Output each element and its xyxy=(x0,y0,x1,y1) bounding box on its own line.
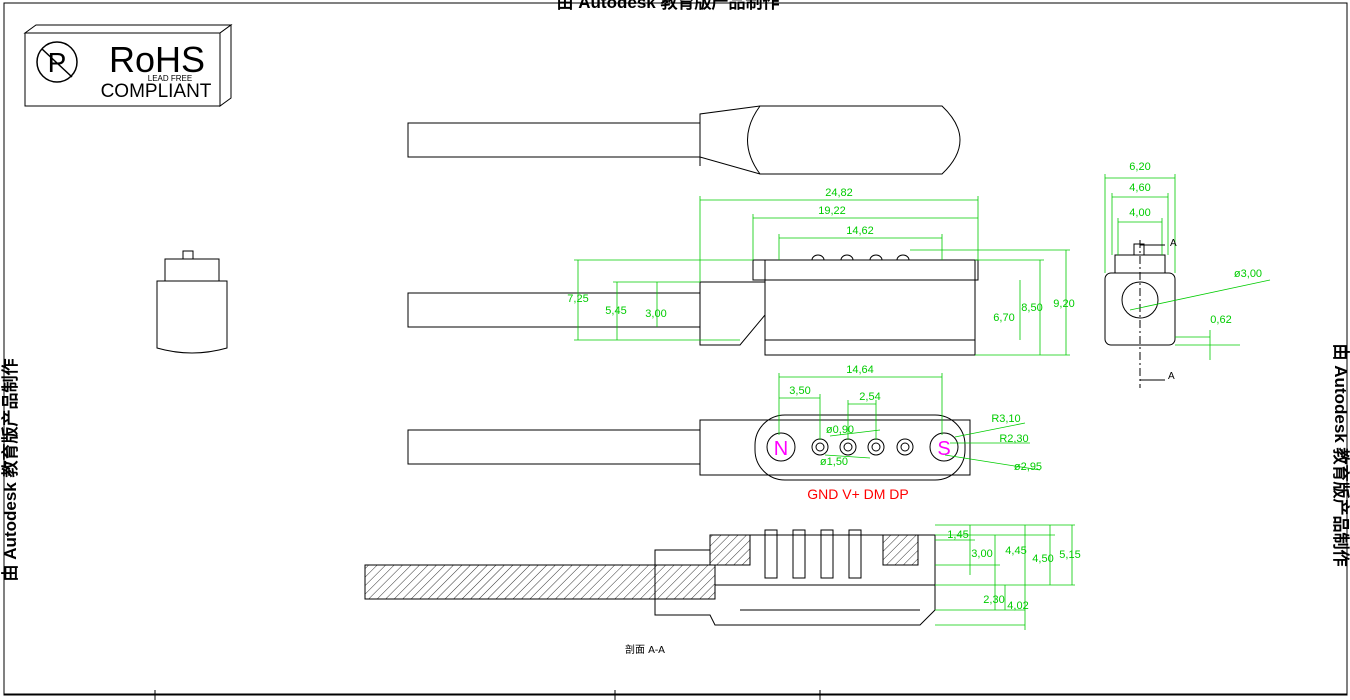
section-caption: 剖面 A-A xyxy=(625,643,665,656)
plug-section-view: 剖面 A-A xyxy=(364,529,936,656)
dim-label: 5,45 xyxy=(605,305,626,317)
dim-label: 24,82 xyxy=(825,187,853,199)
dim-label: 3,00 xyxy=(645,308,666,320)
dim-label: 5,15 xyxy=(1059,549,1080,561)
dimension-labels: 24,82 19,22 14,62 7,25 5,45 3,00 6,70 8,… xyxy=(567,161,1262,612)
label-north: N xyxy=(774,438,788,460)
dim-label: ø3,00 xyxy=(1234,268,1262,280)
dim-label: 3,50 xyxy=(789,385,810,397)
dim-label: 14,62 xyxy=(846,225,874,237)
dim-label: R3,10 xyxy=(991,413,1020,425)
section-mark-top: A xyxy=(1170,238,1177,249)
plug-face-view: N S GND V+ DM DP xyxy=(407,414,971,502)
dim-label: 7,25 xyxy=(567,293,588,305)
dim-label: 1,45 xyxy=(947,529,968,541)
no-lead-icon: P xyxy=(36,41,78,83)
magnet-south xyxy=(929,432,959,462)
plug-side-view xyxy=(407,254,979,356)
section-markers: A A xyxy=(1140,238,1177,382)
part-front-view-small xyxy=(156,250,228,354)
label-south: S xyxy=(937,438,950,460)
dim-label: 4,50 xyxy=(1032,553,1053,565)
dim-label: 3,00 xyxy=(971,548,992,560)
rohs-status: COMPLIANT xyxy=(101,81,212,102)
dim-label: 4,00 xyxy=(1129,207,1150,219)
dim-label: 8,50 xyxy=(1021,302,1042,314)
watermark-right: 由 Autodesk 教育版产品制作 xyxy=(1331,344,1350,567)
dim-label: 2,54 xyxy=(859,391,880,403)
rohs-title: RoHS xyxy=(109,39,205,80)
plug-top-view xyxy=(407,105,961,175)
drawing-border xyxy=(3,2,1348,696)
dim-label: R2,30 xyxy=(999,433,1028,445)
dim-label: 6,20 xyxy=(1129,161,1150,173)
dim-label: ø1,50 xyxy=(820,456,848,468)
rohs-badge: P RoHS LEAD FREE COMPLIANT xyxy=(23,24,233,107)
dim-label: 4,60 xyxy=(1129,182,1150,194)
dim-label: 0,62 xyxy=(1210,314,1231,326)
watermark-top: 由 Autodesk 教育版产品制作 xyxy=(557,0,780,12)
rohs-sub: LEAD FREE xyxy=(148,74,192,83)
dim-label: 9,20 xyxy=(1053,298,1074,310)
dim-label: ø2,95 xyxy=(1014,461,1042,473)
dim-label: 19,22 xyxy=(818,205,846,217)
watermark-left: 由 Autodesk 教育版产品制作 xyxy=(0,359,20,582)
dimension-lines xyxy=(574,174,1271,630)
section-mark-bottom: A xyxy=(1168,371,1175,382)
plug-end-view xyxy=(1104,240,1176,388)
dim-label: 14,64 xyxy=(846,364,874,376)
dim-label: ø0,90 xyxy=(826,424,854,436)
rohs-logo-letter: P xyxy=(48,47,67,78)
dim-label: 4,45 xyxy=(1005,545,1026,557)
dim-label: 2,30 xyxy=(983,594,1004,606)
pin-labels: GND V+ DM DP xyxy=(807,486,909,502)
magnet-north xyxy=(766,432,796,462)
dim-label: 6,70 xyxy=(993,312,1014,324)
dim-label: 4,02 xyxy=(1007,600,1028,612)
